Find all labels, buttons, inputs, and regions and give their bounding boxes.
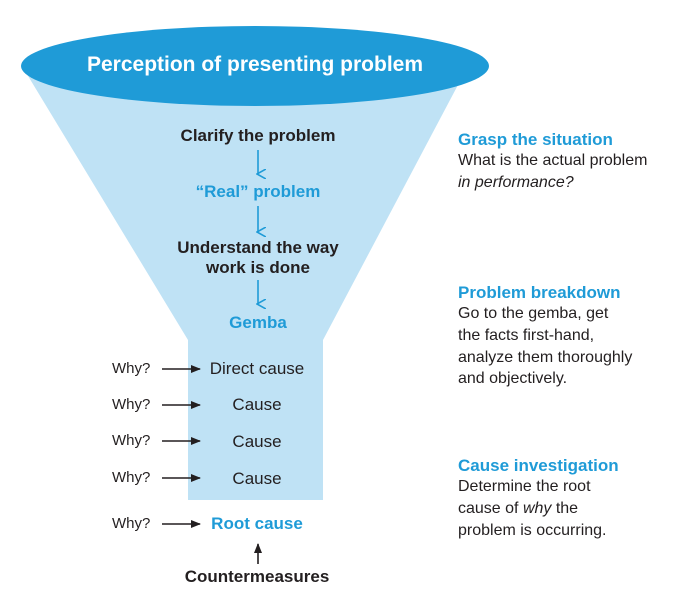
step-understand-line1: Understand the way: [177, 238, 339, 257]
side-grasp-situation: Grasp the situation What is the actual p…: [458, 130, 698, 194]
side-cause-investigation: Cause investigation Determine the root c…: [458, 456, 698, 541]
side-cause-line1: Determine the root: [458, 478, 591, 496]
side-grasp-line2: in performance?: [458, 173, 574, 191]
direct-cause: Direct cause: [209, 359, 305, 378]
side-problem-breakdown: Problem breakdown Go to the gemba, get t…: [458, 283, 698, 390]
step-gemba: Gemba: [229, 313, 287, 332]
side-cause-line2-post: the: [551, 499, 579, 517]
cause-3: Cause: [232, 469, 282, 488]
side-cause-line2: cause of why the: [458, 498, 698, 520]
step-real-problem: “Real” problem: [195, 182, 321, 201]
side-breakdown-heading: Problem breakdown: [458, 283, 621, 302]
why-label-4: Why?: [112, 469, 151, 486]
cause-2: Cause: [232, 432, 282, 451]
cause-1: Cause: [232, 395, 282, 414]
step-understand-line2: work is done: [206, 258, 310, 277]
side-grasp-heading: Grasp the situation: [458, 130, 613, 149]
why-label-5: Why?: [112, 515, 151, 532]
side-cause-line2-pre: cause of: [458, 499, 523, 517]
side-cause-line2-em: why: [522, 499, 552, 517]
funnel-top-ellipse: [21, 26, 489, 106]
why-label-3: Why?: [112, 432, 151, 449]
why-label-2: Why?: [112, 396, 151, 413]
funnel-body: [22, 66, 468, 500]
side-breakdown-line4: and objectively.: [458, 370, 568, 388]
side-grasp-line1: What is the actual problem: [458, 152, 648, 170]
side-cause-line3: problem is occurring.: [458, 521, 607, 539]
why-label-1: Why?: [112, 360, 151, 377]
side-breakdown-line1: Go to the gemba, get: [458, 305, 609, 323]
side-breakdown-line2: the facts first-hand,: [458, 326, 595, 344]
countermeasures: Countermeasures: [184, 567, 330, 586]
root-cause: Root cause: [211, 514, 303, 533]
side-cause-heading: Cause investigation: [458, 456, 619, 475]
step-clarify-problem: Clarify the problem: [180, 126, 336, 145]
side-breakdown-line3: analyze them thoroughly: [458, 348, 633, 366]
funnel-header: Perception of presenting problem: [86, 53, 424, 76]
